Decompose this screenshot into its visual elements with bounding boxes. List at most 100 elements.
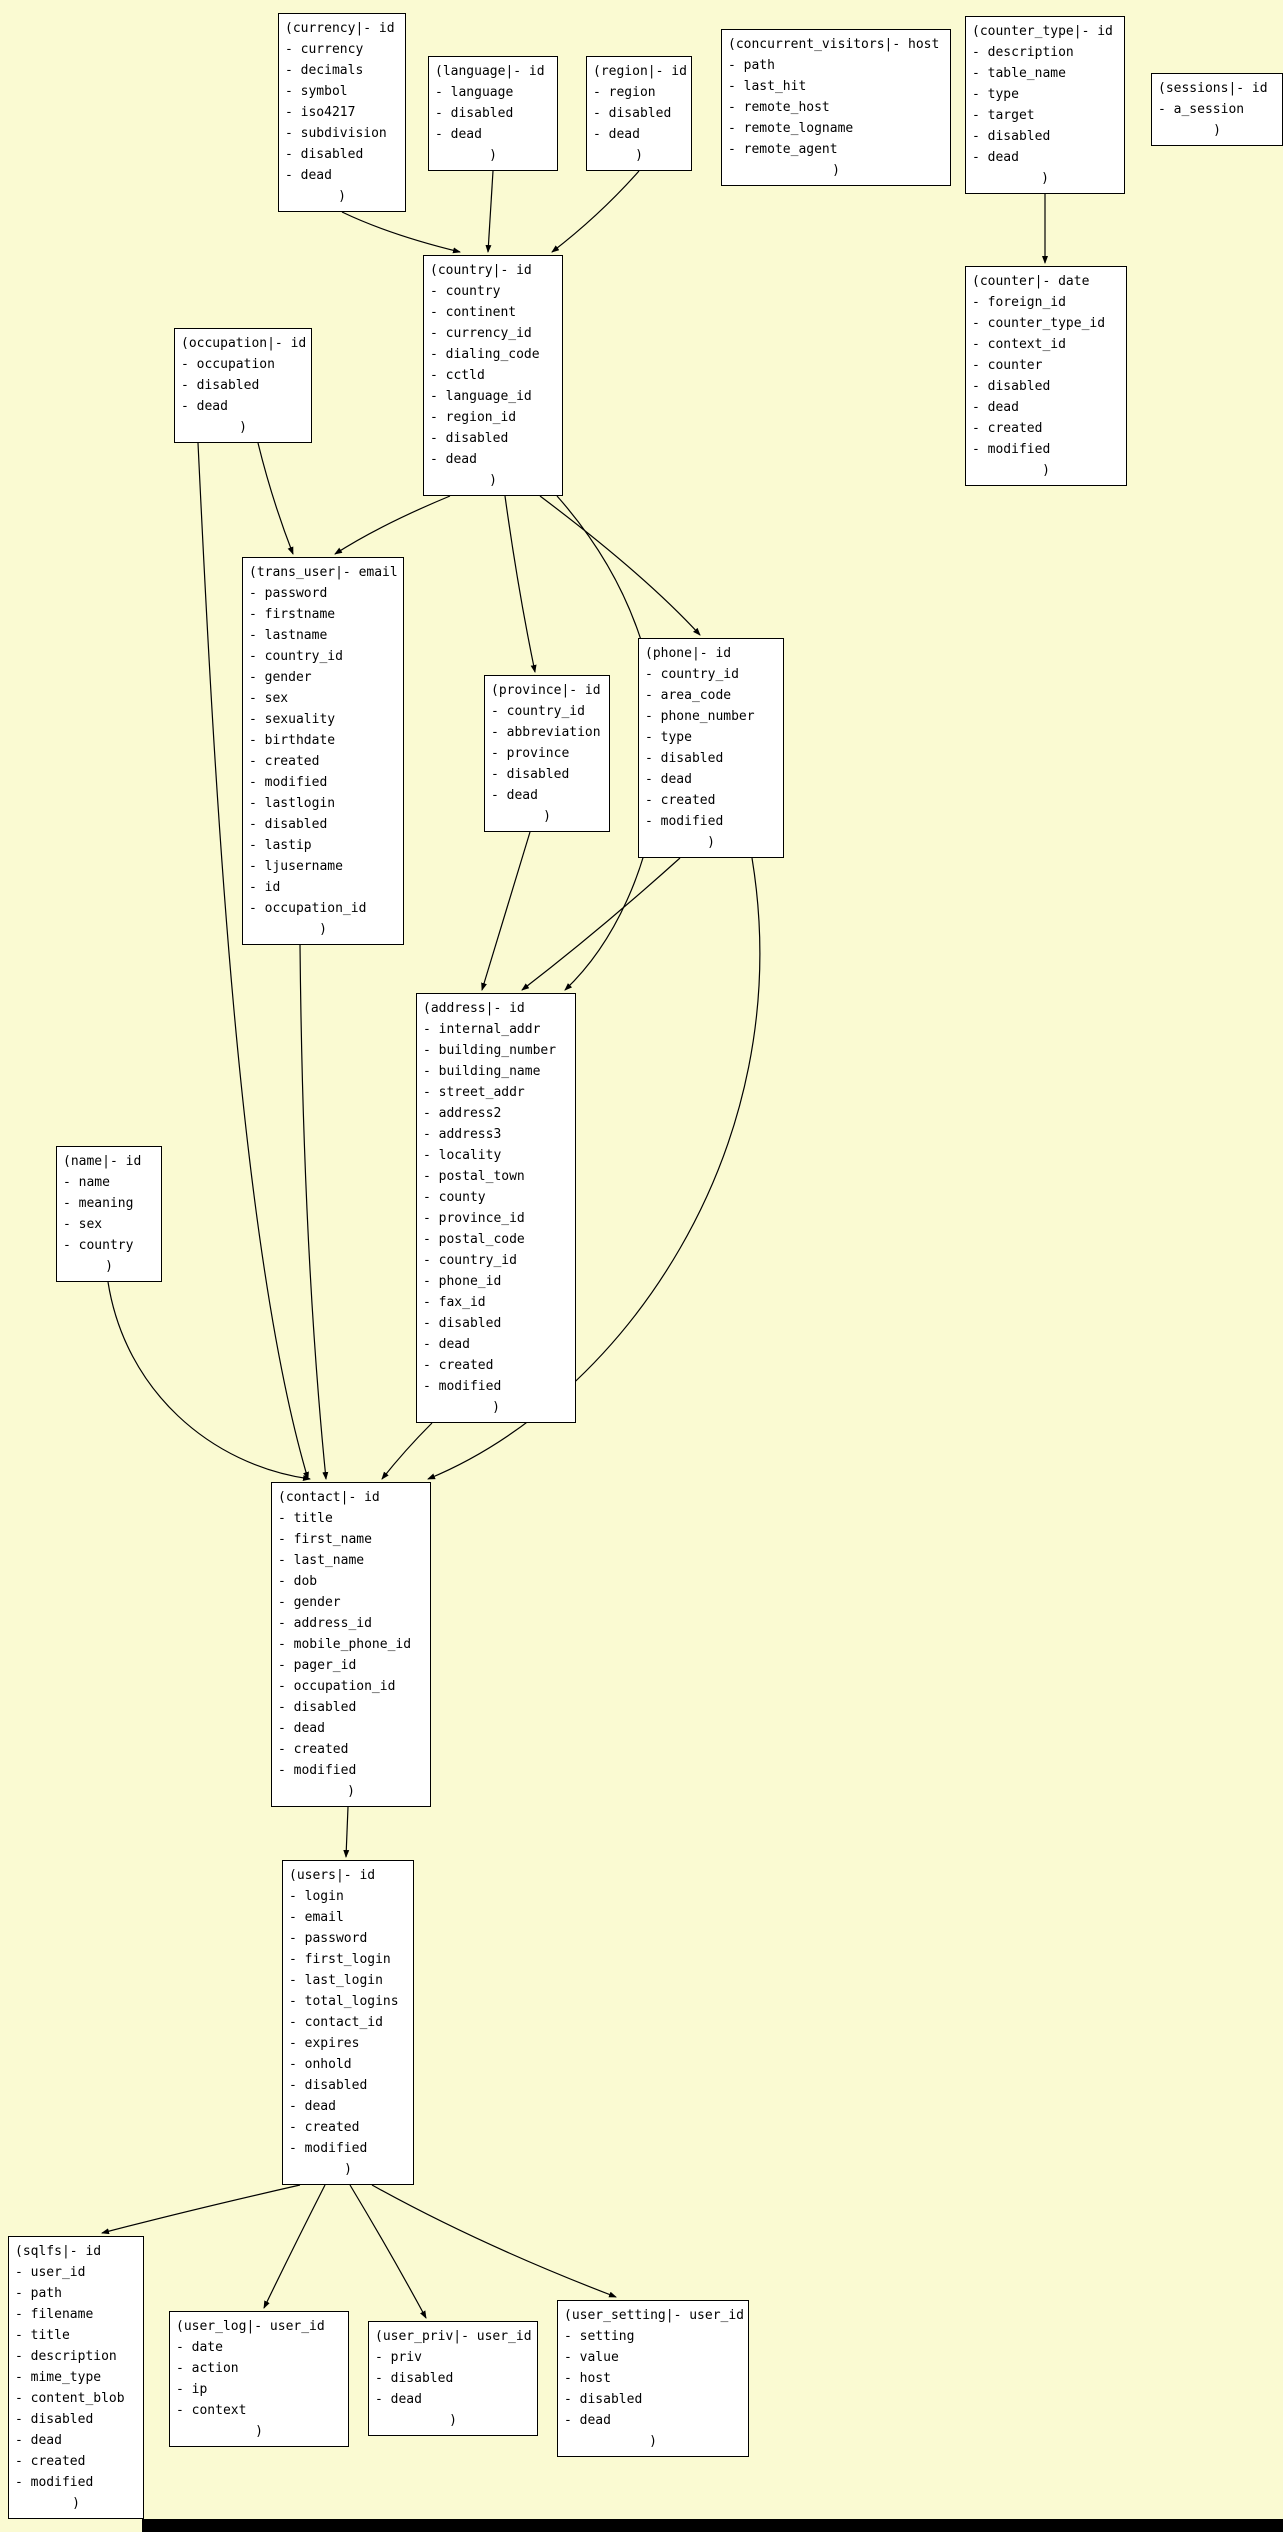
table-field: - password	[289, 1931, 368, 1946]
table-close: )	[72, 2496, 80, 2511]
table-field: - modified	[278, 1763, 357, 1778]
relationship-users-to-user_setting	[371, 2184, 617, 2298]
table-field: - contact_id	[289, 2015, 383, 2030]
table-province: (province|- id - country_id - abbreviation…	[484, 675, 610, 832]
table-field: - currency	[285, 42, 364, 57]
table-field: - expires	[289, 2036, 360, 2051]
table-field: - decimals	[285, 63, 364, 78]
table-field: - first_login	[289, 1952, 391, 1967]
table-close: )	[489, 148, 497, 163]
table-field: - context_id	[972, 337, 1066, 352]
table-field: - modified	[423, 1379, 502, 1394]
table-field: - province	[491, 746, 570, 761]
table-field: - type	[972, 87, 1019, 102]
table-field: - disabled	[15, 2412, 94, 2427]
table-header-contact: (contact|- id	[278, 1490, 380, 1505]
table-field: - dead	[645, 772, 692, 787]
table-field: - disabled	[278, 1700, 357, 1715]
table-field: - country_id	[423, 1253, 517, 1268]
table-field: - setting	[564, 2329, 635, 2344]
table-field: - table_name	[972, 66, 1066, 81]
table-field: - gender	[278, 1595, 341, 1610]
table-field: - password	[249, 586, 328, 601]
relationship-address-to-contact	[381, 1422, 433, 1480]
table-field: - ip	[176, 2382, 208, 2397]
table-field: - modified	[289, 2141, 368, 2156]
table-currency: (currency|- id- currency- decimals- symb…	[278, 13, 406, 212]
relationship-region-to-country	[551, 170, 640, 253]
table-field: - cctld	[430, 368, 485, 383]
table-close: )	[449, 2413, 457, 2428]
table-field: - created	[423, 1358, 494, 1373]
table-field: - address3	[423, 1127, 502, 1142]
table-field: - region_id	[430, 410, 517, 425]
table-address: (address|- id- internal_addr- building_n…	[416, 993, 576, 1423]
table-close: )	[1213, 123, 1221, 138]
table-header-province: (province|- id	[491, 683, 601, 698]
table-header-concurrent_visitors: (concurrent_visitors|- host	[728, 37, 940, 52]
table-field: - ljusername	[249, 859, 343, 874]
table-field: - phone_number	[645, 709, 755, 724]
table-field: - action	[176, 2361, 239, 2376]
table-counter: (counter|- date- foreign_id- counter_typ…	[965, 266, 1127, 486]
table-field: - context	[176, 2403, 247, 2418]
relationship-occupation-to-contact	[197, 442, 309, 1480]
table-field: - dead	[491, 788, 538, 803]
table-close: )	[543, 809, 551, 824]
table-field: - abbreviation	[491, 725, 601, 740]
table-field: - name	[63, 1175, 110, 1190]
table-field: - path	[15, 2286, 62, 2301]
table-close: )	[649, 2434, 657, 2449]
table-field: - dead	[285, 168, 332, 183]
table-country: (country|- id- country- continent- curre…	[423, 255, 563, 496]
table-field: - dead	[278, 1721, 325, 1736]
table-close: )	[635, 148, 643, 163]
table-field: - occupation_id	[249, 901, 367, 916]
table-field: - disabled	[491, 767, 570, 782]
table-field: - lastname	[249, 628, 328, 643]
relationship-province-to-address	[481, 831, 531, 991]
table-field: - created	[15, 2454, 86, 2469]
table-field: - created	[972, 421, 1043, 436]
table-field: - modified	[645, 814, 724, 829]
table-field: - country	[63, 1238, 134, 1253]
table-field: - occupation	[181, 357, 275, 372]
table-field: - disabled	[249, 817, 328, 832]
table-field: - counter	[972, 358, 1043, 373]
table-header-country: (country|- id	[430, 263, 532, 278]
table-field: - created	[278, 1742, 349, 1757]
table-close: )	[1042, 463, 1050, 478]
table-field: - description	[972, 45, 1074, 60]
table-field: - title	[278, 1511, 333, 1526]
table-field: - country_id	[491, 704, 585, 719]
relationship-phone-to-address	[521, 857, 681, 991]
table-field: - counter_type_id	[972, 316, 1106, 331]
relationship-name-to-contact	[107, 1281, 311, 1481]
table-region: (region|- id- region- disabled- dead)	[586, 56, 692, 171]
table-field: - dead	[423, 1337, 470, 1352]
table-header-name: (name|- id	[63, 1154, 142, 1169]
table-header-counter: (counter|- date	[972, 274, 1090, 289]
table-field: - date	[176, 2340, 223, 2355]
table-field: - remote_logname	[728, 121, 854, 136]
table-field: - total_logins	[289, 1994, 399, 2009]
table-field: - created	[645, 793, 716, 808]
table-field: - title	[15, 2328, 70, 2343]
table-field: - lastlogin	[249, 796, 336, 811]
table-field: - building_name	[423, 1064, 541, 1079]
table-close: )	[492, 1400, 500, 1415]
table-field: - gender	[249, 670, 312, 685]
relationship-country-to-phone	[539, 495, 701, 636]
table-field: - dead	[972, 400, 1019, 415]
table-close: )	[255, 2424, 263, 2439]
table-field: - last_name	[278, 1553, 365, 1568]
table-field: - country_id	[645, 667, 739, 682]
table-close: )	[239, 420, 247, 435]
table-language: (language|- id- language- disabled- dead…	[428, 56, 558, 171]
table-field: - disabled	[181, 378, 260, 393]
relationship-trans_user-to-contact	[299, 944, 329, 1480]
table-phone: (phone|- id- country_id- area_code- phon…	[638, 638, 784, 858]
table-close: )	[832, 163, 840, 178]
table-field: - disabled	[375, 2371, 454, 2386]
